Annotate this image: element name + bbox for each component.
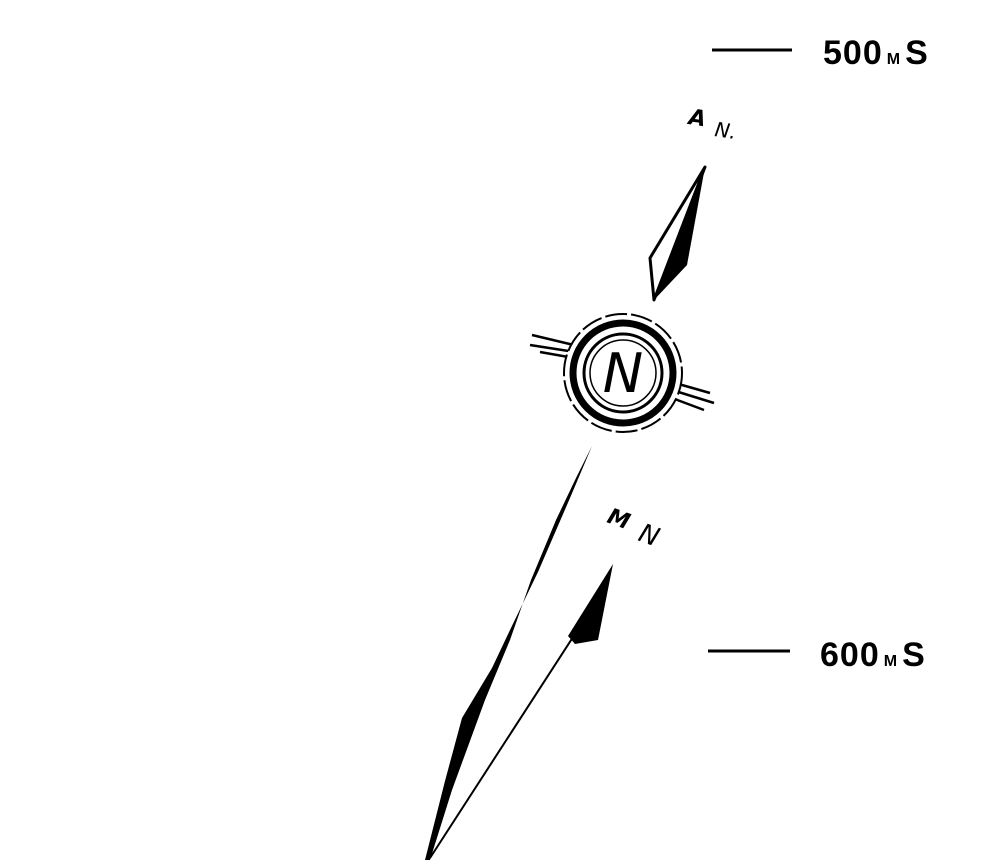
scale-unit-small-500: M	[887, 51, 901, 68]
astronomic-north-label-a: A	[685, 105, 707, 132]
astronomic-north-arrow	[650, 167, 705, 300]
magnetic-arrow-shaft	[430, 634, 575, 858]
magnetic-north-label-b: N	[635, 518, 664, 553]
astronomic-north-shaft	[425, 446, 592, 860]
astronomic-north-label-b: N.	[713, 117, 737, 144]
scale-unit-500: S	[905, 34, 929, 72]
north-symbol-letter: N	[603, 342, 643, 405]
magnetic-north-label: M N	[604, 504, 663, 553]
scale-unit-small-600: M	[884, 653, 898, 670]
magnetic-north-label-a: M	[604, 504, 633, 535]
scale-value-500: 500	[823, 34, 883, 72]
astronomic-arrow-outline	[650, 167, 705, 300]
magnetic-north-arrow	[430, 564, 613, 858]
scale-unit-600: S	[902, 636, 926, 674]
astronomic-north-label: A N.	[685, 105, 738, 144]
north-symbol: N	[530, 314, 714, 432]
scale-value-600: 600	[820, 636, 880, 674]
magnetic-arrow-head	[568, 564, 613, 644]
